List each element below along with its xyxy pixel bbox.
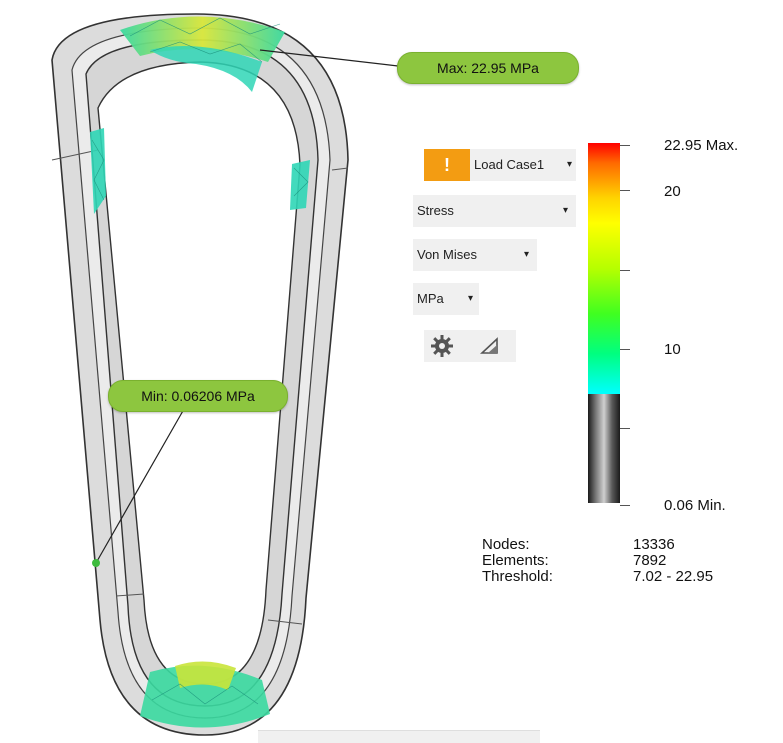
nodes-label: Nodes: xyxy=(482,536,530,553)
max-leader-line xyxy=(259,49,399,67)
threshold-value: 7.02 - 22.95 xyxy=(633,568,714,585)
stress-model[interactable] xyxy=(0,0,400,742)
legend-label-10: 10 xyxy=(664,341,681,358)
units-dropdown[interactable]: MPa ▾ xyxy=(413,283,479,315)
chevron-down-icon: ▾ xyxy=(467,293,473,304)
gear-icon[interactable] xyxy=(430,334,454,358)
chevron-down-icon: ▾ xyxy=(566,159,572,170)
stress-color-legend xyxy=(588,143,620,503)
result-type-label: Stress xyxy=(417,203,454,218)
criterion-label: Von Mises xyxy=(417,247,477,262)
legend-threshold-band xyxy=(588,394,620,503)
elements-value: 7892 xyxy=(633,552,667,569)
min-stress-callout[interactable]: Min: 0.06206 MPa xyxy=(108,380,288,412)
legend-tick xyxy=(620,270,630,271)
legend-label-20: 20 xyxy=(664,183,681,200)
triangle-icon[interactable] xyxy=(480,336,500,356)
bottom-toolbar[interactable] xyxy=(258,730,540,743)
result-type-dropdown[interactable]: Stress ▾ xyxy=(413,195,576,227)
units-label: MPa xyxy=(417,291,444,306)
elements-label: Elements: xyxy=(482,552,549,569)
result-tools xyxy=(424,330,516,362)
chevron-down-icon: ▾ xyxy=(523,249,529,260)
legend-tick-10 xyxy=(620,349,630,350)
legend-tick xyxy=(620,428,630,429)
legend-tick-max xyxy=(620,145,630,146)
max-stress-callout[interactable]: Max: 22.95 MPa xyxy=(397,52,579,84)
legend-max-label: 22.95 Max. xyxy=(664,137,739,154)
legend-color-band xyxy=(588,143,620,394)
legend-min-label: 0.06 Min. xyxy=(664,497,726,514)
criterion-dropdown[interactable]: Von Mises ▾ xyxy=(413,239,537,271)
load-case-dropdown[interactable]: ! Load Case1 ▾ xyxy=(424,149,576,181)
nodes-value: 13336 xyxy=(633,536,675,553)
warning-icon[interactable]: ! xyxy=(424,149,470,181)
legend-tick-min xyxy=(620,505,630,506)
min-marker xyxy=(92,559,100,567)
min-leader-line xyxy=(95,401,189,564)
load-case-label: Load Case1 xyxy=(474,157,545,172)
threshold-label: Threshold: xyxy=(482,568,553,585)
chevron-down-icon: ▾ xyxy=(562,205,568,216)
legend-tick-20 xyxy=(620,190,630,191)
